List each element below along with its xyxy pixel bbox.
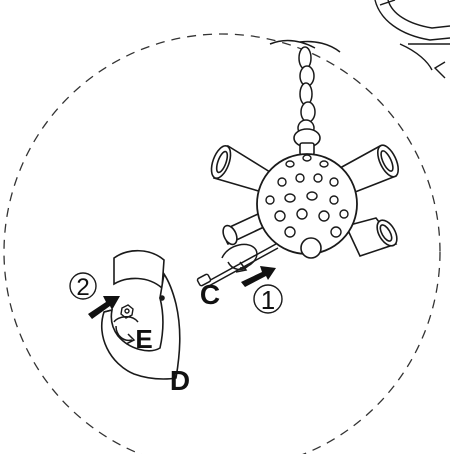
hanging-ring (293, 128, 321, 156)
rotate-arrow-icon (221, 243, 258, 273)
hanging-chain (269, 39, 341, 137)
step-2-number: 2 (76, 274, 89, 301)
detail-callout-circle (3, 33, 441, 454)
step-1-number: 1 (261, 285, 275, 315)
center-sphere-hub (256, 153, 358, 259)
sphere-holes (265, 154, 349, 238)
screw-e (120, 304, 134, 319)
bottom-finial (300, 237, 322, 259)
curved-shade-d (100, 249, 181, 380)
part-label-e: E (135, 324, 152, 354)
light-arm-lower-right (344, 217, 398, 257)
insert-arrow-2-icon (88, 296, 120, 319)
shade-fragment-top-right (374, 0, 450, 79)
light-arm-upper-left (210, 144, 271, 193)
light-arm-lower-left (222, 212, 268, 246)
part-label-d: D (170, 365, 190, 396)
insert-arrow-1-icon (241, 266, 276, 287)
step-1-badge: 1 (253, 284, 283, 315)
part-label-c: C (200, 279, 220, 310)
step-2-badge: 2 (69, 272, 97, 301)
screw-rotate-arrow-icon (113, 316, 139, 345)
